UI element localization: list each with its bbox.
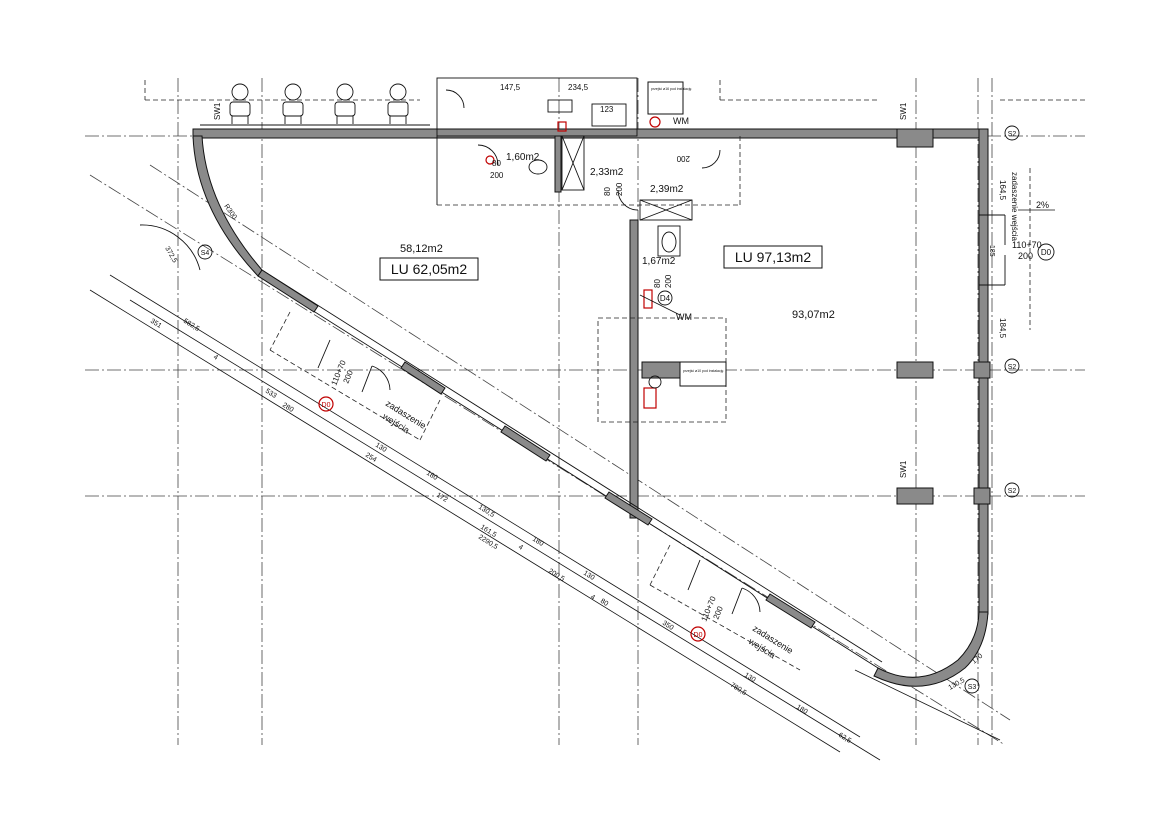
dim-label: 4 xyxy=(212,354,219,362)
dim-label: 123 xyxy=(600,105,614,114)
dim-label: 80 xyxy=(599,598,609,608)
chair-icon xyxy=(229,83,251,124)
dim-label: 200,5 xyxy=(547,568,566,583)
unit-labels: 58,12m2 LU 62,05m2 LU 97,13m2 93,07m2 xyxy=(379,243,835,321)
door-dim: 80 xyxy=(492,159,501,168)
column-tag: S3 xyxy=(968,684,977,691)
neighbor-context xyxy=(144,80,1085,126)
walls xyxy=(192,128,991,687)
door-dim: 200 xyxy=(664,274,673,288)
door-dim: 80 xyxy=(653,279,662,288)
dim-label: 147,5 xyxy=(500,83,521,92)
side-dimensions: 164,5 184,5 185 xyxy=(988,180,1007,339)
dim-label: 130 xyxy=(374,442,388,454)
d4-tag-circle xyxy=(657,290,673,306)
side-canopy-note: zadaszenie wejścia xyxy=(1010,172,1019,241)
dim-label: 180 xyxy=(795,704,809,716)
room-area: 1,60m2 xyxy=(506,152,540,163)
door-dim: 200 xyxy=(676,154,690,163)
dim-label: 185 xyxy=(988,245,995,257)
dimension-lines xyxy=(89,274,1001,761)
room-labels: 1,60m2 2,33m2 2,39m2 1,67m2 xyxy=(506,152,684,267)
slope-note: 2% xyxy=(1036,200,1049,210)
diagonal-dimension-labels: 372,5 351 582,5 4 533 280 130 254 180 17… xyxy=(149,246,984,745)
lu2-net-area: 93,07m2 xyxy=(792,309,835,321)
dim-label: 180 xyxy=(531,536,545,548)
dim-label: 184,5 xyxy=(998,318,1007,339)
installation-notes: przejść ø16 pod instalację przejść ø10 p… xyxy=(651,87,724,373)
lu1-label-box xyxy=(379,257,479,281)
d0-tag-circle xyxy=(318,396,334,412)
room-area: 2,33m2 xyxy=(590,167,624,178)
column-tag: S2 xyxy=(1008,131,1017,138)
d0-tag-circle xyxy=(690,626,706,642)
axis-grid xyxy=(85,78,1085,746)
dim-label: 130,5 xyxy=(477,504,496,519)
door-dim: 200 xyxy=(615,182,624,196)
dim-label: 234,5 xyxy=(568,83,589,92)
top-dimensions: 147,5 234,5 123 WM WM xyxy=(500,83,692,322)
d4-tag: D4 xyxy=(660,294,671,303)
wm-label: WM xyxy=(673,116,689,126)
dim-label: 130,5 xyxy=(948,677,967,692)
diagonal-entrances xyxy=(139,224,801,671)
door-dim: 200 xyxy=(490,171,504,180)
dim-label: 180 xyxy=(425,470,439,482)
lu2-label-box xyxy=(723,245,823,269)
column-tag: SW1 xyxy=(213,102,222,120)
dim-label: 172 xyxy=(435,492,449,504)
wm-label: WM xyxy=(676,312,692,322)
column-tag: SW1 xyxy=(899,102,908,120)
chair-icon xyxy=(334,83,356,124)
room-area: 1,67m2 xyxy=(642,256,676,267)
chair-icon xyxy=(282,83,304,124)
dim-label: 164,5 xyxy=(998,180,1007,201)
dim-label: 351 xyxy=(149,318,163,330)
dim-label: 130 xyxy=(582,570,596,582)
lu1-label: LU 62,05m2 xyxy=(391,261,467,277)
d0-tag: D0 xyxy=(322,402,331,409)
installation-zone xyxy=(597,289,727,423)
wet-rooms xyxy=(436,77,741,257)
column-tag: SW1 xyxy=(899,460,908,478)
note-text: przejść ø16 pod instalację xyxy=(651,87,692,91)
door-dim: 80 xyxy=(603,187,612,196)
dim-label: 582,5 xyxy=(182,318,201,333)
lu2-label: LU 97,13m2 xyxy=(735,249,811,265)
dim-label: 4 xyxy=(589,594,596,602)
chair-icon xyxy=(387,83,409,124)
column-tag: S4 xyxy=(201,250,210,257)
dim-label: 4 xyxy=(517,544,524,552)
dim-label: 62,5 xyxy=(837,732,852,745)
column-tag: S2 xyxy=(1008,364,1017,371)
right-entrance xyxy=(979,168,1055,330)
d0-tag: D0 xyxy=(694,632,703,639)
lu1-net-area: 58,12m2 xyxy=(400,243,443,255)
dim-label: 372,5 xyxy=(163,246,178,265)
column-tag: S2 xyxy=(1008,488,1017,495)
dim-label: 2290,5 xyxy=(477,534,499,551)
d0-tag: D0 xyxy=(1041,248,1052,257)
d0-height: 200 xyxy=(1018,251,1033,261)
door-labels: 80 200 80 200 200 80 200 D4 110+70 200 D… xyxy=(318,154,1055,642)
note-text: przejść ø10 pod instalację xyxy=(683,369,724,373)
room-area: 2,39m2 xyxy=(650,184,684,195)
dim-label: 130 xyxy=(743,672,757,684)
dim-label: 780,5 xyxy=(729,682,748,697)
dim-label: 254 xyxy=(364,452,378,464)
d0-tag-circle xyxy=(1037,243,1055,261)
d0-size: 110+70 xyxy=(1012,240,1042,250)
